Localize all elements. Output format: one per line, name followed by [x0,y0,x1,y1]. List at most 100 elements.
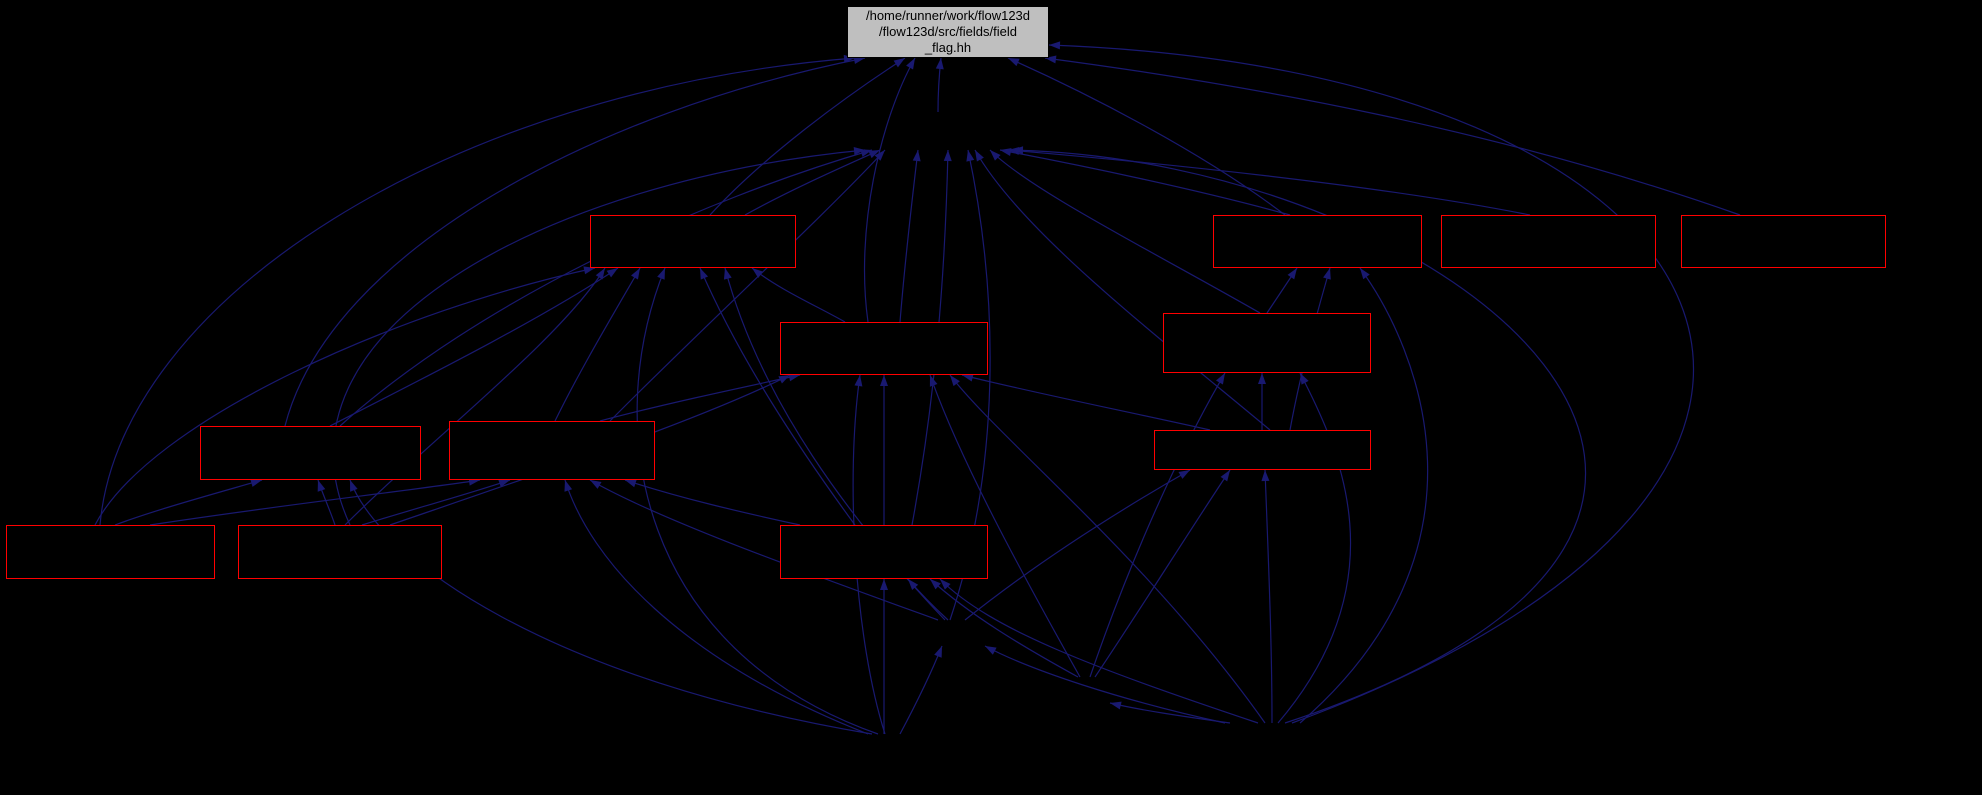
dependency-edge-arrowhead [317,480,326,492]
dependency-edge [863,57,916,323]
dependency-edge-arrowhead [700,268,709,280]
dependency-edge-arrowhead [990,150,1001,161]
dependency-edge-arrowhead [778,375,790,384]
dependency-edge [929,374,1081,678]
dependency-edge-arrowhead [631,268,640,280]
dependency-edge [1048,44,1694,724]
dependency-edge-arrowhead [908,579,919,590]
dependency-edge [974,149,1271,431]
root-file-node[interactable]: /home/runner/work/flow123d /flow123d/src… [847,6,1049,58]
dependency-edge [949,374,1266,724]
included-by-file-node[interactable] [1441,215,1656,268]
dependency-edge [1089,372,1226,678]
dependency-edge [599,374,801,422]
dependency-edge-arrowhead [906,58,915,70]
included-by-file-node[interactable] [200,426,421,480]
dependency-edge-arrowhead [853,147,865,156]
hidden-file-node [832,734,937,764]
dependency-edge-arrowhead [854,375,863,387]
dependency-edge-arrowhead [1258,373,1266,384]
dependency-edge [699,267,856,526]
root-file-label: /home/runner/work/flow123d /flow123d/src… [865,8,1031,55]
included-by-file-node[interactable] [238,525,442,579]
dependency-edge [709,57,906,216]
dependency-edge [361,479,511,526]
dependency-edge [964,469,1191,621]
dependency-edge-arrowhead [1215,373,1225,385]
dependency-edge-arrowhead [935,58,944,70]
dependency-edge-arrowhead [752,268,764,278]
dependency-edge-arrowhead [950,375,960,387]
dependency-edge [984,645,1226,724]
dependency-edge-arrowhead [893,58,905,68]
included-by-file-node[interactable] [449,421,655,480]
dependency-edge-arrowhead [1360,268,1370,280]
dependency-edge [1299,267,1429,724]
dependency-edge [589,479,939,621]
included-by-file-node[interactable] [1163,313,1371,373]
dependency-edge-arrowhead [1300,373,1309,385]
dependency-edge-arrowhead [1220,470,1230,482]
dependency-edge-arrowhead [843,54,855,63]
dependency-edge [636,267,879,735]
dependency-edge [554,267,641,422]
dependency-edge [1007,149,1531,216]
hidden-file-node [858,112,1013,150]
included-by-file-node[interactable] [6,525,215,579]
dependency-edge-arrowhead [1178,470,1190,479]
included-by-file-node[interactable] [1154,430,1371,470]
dependency-edge-arrowhead [583,266,595,275]
dependency-edge-arrowhead [966,150,975,162]
dependency-edge [999,149,1291,216]
dependency-edge-arrowhead [929,375,938,387]
dependency-edge [94,267,596,526]
dependency-edge [744,149,881,216]
dependency-edge [624,479,801,526]
dependency-edge-arrowhead [1049,41,1061,50]
dependency-edge-arrowhead [606,268,618,278]
dependency-edge-arrowhead [1261,470,1270,482]
dependency-edge-arrowhead [625,479,637,488]
dependency-edge-arrowhead [940,579,951,590]
dependency-edge [284,57,866,427]
dependency-edge-arrowhead [723,268,732,280]
dependency-edge-arrowhead [912,150,921,162]
hidden-file-node [1040,677,1135,703]
dependency-edge-arrowhead [962,373,974,382]
dependency-edge [329,267,619,427]
dependency-edge [1264,469,1273,724]
dependency-edge [899,149,919,323]
dependency-edge [751,267,846,323]
dependency-edge-arrowhead [985,646,997,655]
included-by-file-node[interactable] [590,215,796,268]
dependency-edge-arrowhead [880,375,888,386]
dependency-edge-arrowhead [564,480,573,492]
dependency-edge-arrowhead [874,150,885,161]
dependency-edge [149,479,481,526]
dependency-edge [1094,469,1231,678]
dependency-edge-arrowhead [868,150,880,159]
dependency-edge [99,57,856,526]
dependency-edge [349,479,873,735]
dependency-edge-arrowhead [1110,701,1122,710]
dependency-edge [1007,57,1286,216]
included-by-file-node[interactable] [780,322,988,375]
included-by-file-node[interactable] [1681,215,1886,268]
dependency-edge-arrowhead [1323,268,1331,280]
dependency-edge-arrowhead [1012,146,1024,155]
dependency-edge-arrowhead [1008,58,1020,67]
dependency-edge-arrowhead [860,149,872,157]
dependency-edge [961,374,1211,431]
dependency-edge [339,149,873,427]
dependency-edge-arrowhead [788,373,800,382]
dependency-edge [989,149,1261,314]
hidden-file-node [905,620,1005,646]
dependency-edge [1277,372,1352,724]
dependency-edge-arrowhead [943,150,952,162]
dependency-edge [1011,149,1586,724]
included-by-file-node[interactable] [780,525,988,579]
hidden-file-node [1218,723,1323,753]
included-by-file-node[interactable] [1213,215,1422,268]
